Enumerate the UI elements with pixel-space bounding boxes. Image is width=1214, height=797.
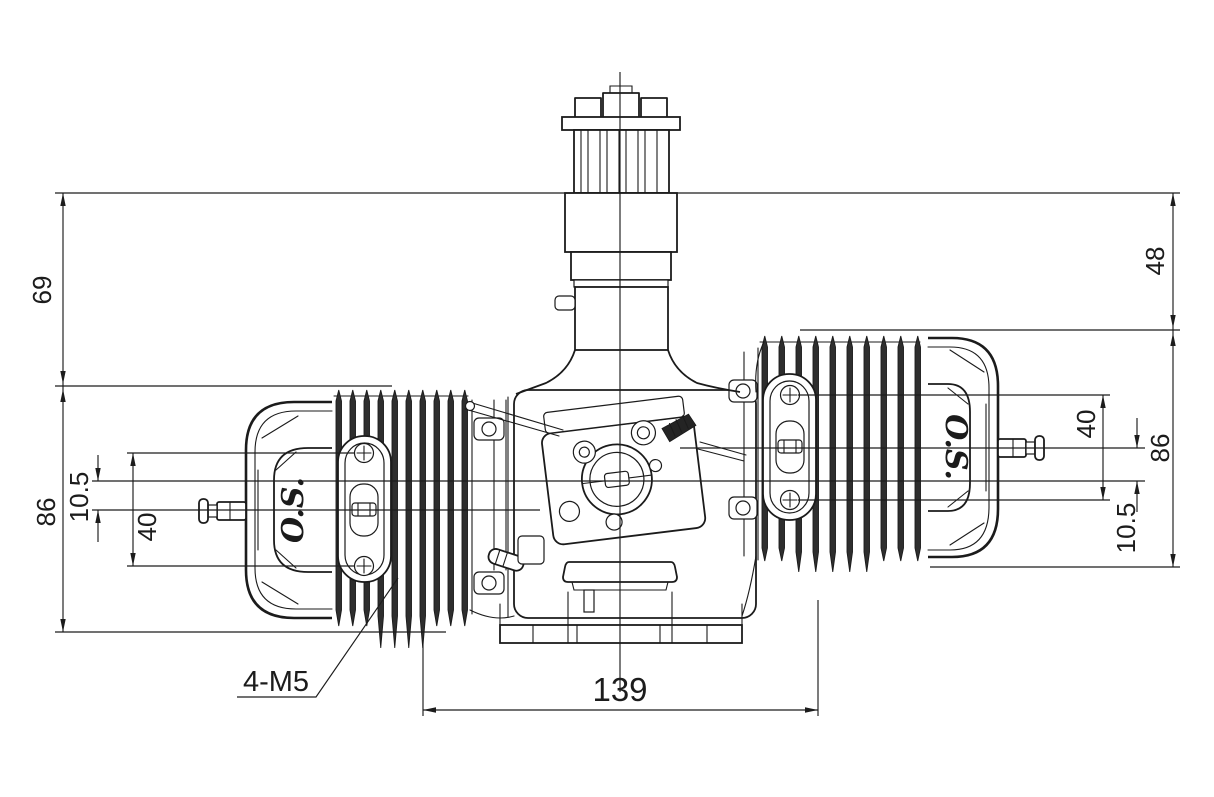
dim-label-86-right: 86: [1145, 434, 1175, 463]
throttle-linkage-rod: [464, 401, 564, 437]
extension-lines: [55, 192, 1180, 716]
crankcase: [469, 341, 765, 619]
callout-leader-line: [237, 577, 399, 698]
dimension-lines: [60, 193, 1176, 713]
mount-flange-assembly: [499, 561, 743, 644]
intake-stack: [515, 85, 741, 395]
left-exhaust-flange: [337, 435, 392, 583]
dim-label-40-right: 40: [1071, 410, 1101, 439]
thread-callout-label: 4-M5: [243, 666, 309, 698]
dim-label-139: 139: [592, 671, 647, 708]
dim-label-10-5-right: 10.5: [1111, 503, 1141, 554]
dimension-labels: 69 86 10.5 40 48 40 86 10.5 139 4-M5: [27, 247, 1175, 708]
choke-linkage-rod: [697, 441, 747, 462]
dim-label-10-5-left: 10.5: [64, 472, 94, 523]
fuel-nipple: [487, 548, 525, 572]
right-valve-cover: O.S.: [927, 336, 1000, 559]
dim-label-86-left: 86: [31, 498, 61, 527]
dim-label-40-left: 40: [132, 513, 162, 542]
left-shaft-stub: [198, 498, 247, 524]
right-exhaust-flange: [762, 373, 817, 521]
dim-label-69: 69: [27, 276, 57, 305]
carburetor: [464, 395, 747, 572]
dim-label-48: 48: [1140, 247, 1170, 276]
axis-lines: [92, 72, 1145, 692]
engine-outline: O.S.: [198, 85, 1045, 649]
os-logo-right: O.S.: [938, 414, 973, 480]
